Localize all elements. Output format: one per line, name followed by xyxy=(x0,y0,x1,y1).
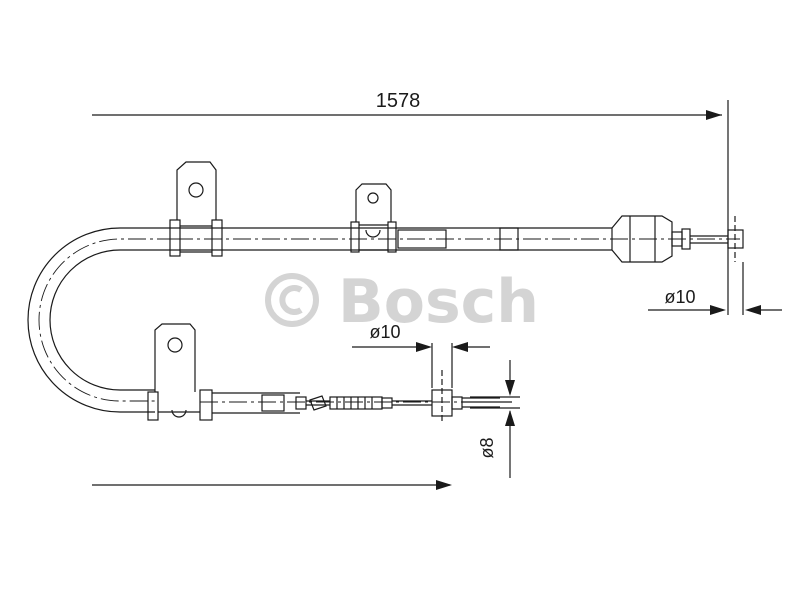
cable-sheath-curve xyxy=(27,227,175,413)
right-diameter-dimension xyxy=(648,305,782,315)
eye-diameter-dimension xyxy=(470,360,520,478)
lower-cable-assembly xyxy=(200,392,512,414)
copyright-circle-icon xyxy=(265,273,319,327)
watermark-brand-text: Bosch xyxy=(338,267,539,337)
cable-eye-end xyxy=(431,343,512,422)
copyright-c-icon xyxy=(279,285,303,315)
bottom-length-dimension xyxy=(92,480,452,490)
eye-diameter-label: ø8 xyxy=(477,437,497,458)
overall-length-label: 1578 xyxy=(376,90,421,112)
right-end-fitting xyxy=(611,215,744,315)
right-diameter-label: ø10 xyxy=(664,287,695,307)
middle-diameter-dimension xyxy=(352,342,490,352)
upper-cable-sheath xyxy=(175,227,740,251)
mounting-bracket-middle xyxy=(350,183,397,253)
mounting-bracket-left xyxy=(169,161,223,257)
mounting-bracket-lower xyxy=(147,323,213,421)
middle-diameter-label: ø10 xyxy=(369,322,400,342)
bosch-watermark: © Bosch xyxy=(265,267,539,337)
upper-sheath-sleeves xyxy=(397,227,519,251)
threaded-rod xyxy=(329,396,432,410)
overall-length-dimension xyxy=(92,100,729,315)
